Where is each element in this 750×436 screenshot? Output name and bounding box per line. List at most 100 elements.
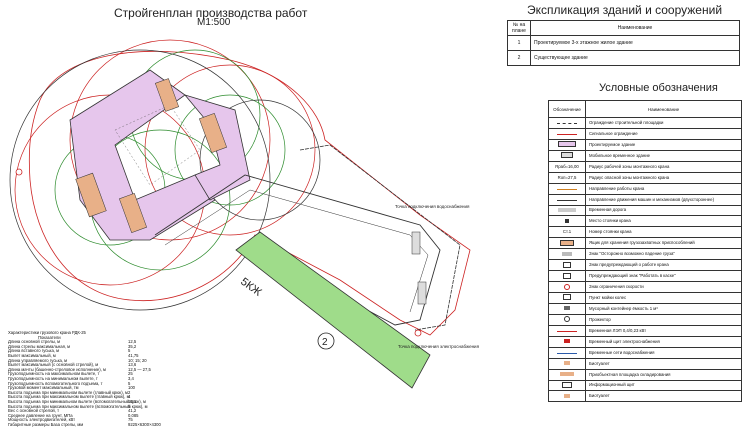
legend-row: Информационный щит [548, 379, 742, 392]
outer-circle [199, 99, 321, 221]
spec-value: 75 [128, 417, 133, 423]
explication-header-no: № на плане [507, 20, 531, 36]
legend-row: Направление движения машин и механизмов … [548, 193, 742, 206]
legend-symbol [548, 193, 586, 206]
legend-symbol-swatch [564, 316, 570, 323]
spec-row: Грузоподъемность на минимальном вылете, … [8, 376, 208, 382]
spec-value: 25 [128, 371, 133, 377]
legend-name: Знак "Осторожно возможно падение груза" [585, 248, 742, 261]
legend-row: Знак предупреждающий о работе крана [548, 259, 742, 272]
legend-row: Временная дорога [548, 204, 742, 217]
spec-key: Высота подъема при минимальном вылете (г… [8, 389, 128, 395]
legend-symbol: Rраб=16,00 [548, 160, 586, 173]
spec-key: Вылет максимальный, м [8, 352, 56, 358]
spec-key: Длина мачты (башенно-стреловое исполнени… [8, 366, 106, 372]
legend-symbol: Ст.1 [548, 226, 586, 239]
power-connection-label: Точка подключения электроснабжения [398, 344, 480, 349]
legend-symbol-swatch [557, 197, 577, 202]
spec-value: 5 [128, 403, 131, 409]
spec-row: Высота подъема при минимальном вылете (г… [8, 389, 208, 396]
legend-symbol-swatch [562, 381, 572, 388]
spec-value: 41,2 [128, 408, 137, 414]
legend-name: Приобъектная площадка складирования [585, 368, 742, 381]
spec-key: Высота подъема при минимальном вылете (в… [8, 398, 146, 404]
legend-symbol-swatch [557, 131, 577, 136]
plan-title: Стройгенплан производства работ [114, 6, 308, 20]
legend-symbol [548, 346, 586, 359]
spec-value: 15,1 [128, 398, 137, 404]
crane-specifications: Характеристики грузового крана РДК-25 По… [8, 330, 208, 427]
legend-header-row: Обозначение Наименование [548, 100, 742, 118]
legend-name: Радиус рабочей зоны монтажного крана [585, 160, 742, 173]
legend-symbol-swatch [558, 141, 576, 148]
legend-row: Предупреждающий знак "Работать в каске" [548, 270, 742, 283]
temporary-road-edge [164, 189, 429, 313]
legend-row: Временный щит электроснабжения [548, 335, 742, 348]
spec-row: Высота подъема при максимальном вылете (… [8, 395, 208, 400]
legend-row: Место стоянки крана [548, 215, 742, 228]
legend-symbol [548, 313, 586, 326]
spec-key: Длина управляемого гуська, м [8, 357, 68, 363]
legend-symbol [548, 259, 586, 272]
plan-scale: М1:500 [197, 17, 231, 28]
spec-value: 41,75 [128, 352, 139, 358]
legend-symbol [548, 127, 586, 140]
spec-key: Вылет максимальный (с основной стрелой),… [8, 362, 99, 368]
legend-title: Условные обозначения [599, 82, 718, 94]
legend-table: Обозначение Наименование Ограждение стро… [548, 100, 742, 403]
specs-subheading: Показатели [38, 334, 61, 340]
specs-heading: Характеристики грузового крана РДК-25 [8, 330, 86, 335]
spec-key: Длина основной стрелы, м [8, 339, 61, 345]
legend-symbol [548, 149, 586, 162]
legend-symbol-swatch [557, 350, 577, 355]
legend-symbol [548, 324, 586, 337]
legend-symbol-swatch [558, 207, 576, 212]
legend-symbol-swatch [564, 393, 570, 398]
legend-name: Временный щит электроснабжения [585, 335, 742, 348]
explication-title: Экспликация зданий и сооружений [527, 3, 723, 17]
legend-name: Знак предупреждающий о работе крана [585, 259, 742, 272]
explication-table: № на плане Наименование 1 Проектируемое … [507, 20, 740, 66]
spec-value: 12,5 [128, 339, 137, 345]
legend-symbol-swatch [557, 328, 577, 333]
legend-row: Временные сети водоснабжения [548, 346, 742, 359]
spec-value: 5 [128, 348, 131, 354]
legend-symbol-swatch [563, 272, 571, 279]
legend-row: Сигнальное ограждение [548, 127, 742, 140]
legend-symbol [548, 248, 586, 261]
storage-area [199, 113, 227, 153]
spec-row: Длина управляемого гуська, м 10; 15; 20 [8, 357, 208, 364]
legend-row: Знак ограничения скорости [548, 281, 742, 293]
spec-row: Высота подъема при максимальном вылете (… [8, 403, 208, 410]
legend-symbol [548, 368, 586, 381]
legend-row: Ящик для хранения грузозахватных приспос… [548, 237, 742, 250]
legend-symbol [548, 237, 586, 250]
existing-building-label: 5КЖ [238, 276, 263, 299]
spec-value: 12,5 — 27,5 [128, 366, 151, 372]
legend-symbol [548, 390, 586, 403]
spec-key: Габаритные размеры База стрелы, мм [8, 421, 84, 427]
legend-header-name: Наименование [585, 100, 742, 118]
legend-name: Предупреждающий знак "Работать в каске" [585, 270, 742, 283]
spec-value: 10; 15; 20 [128, 357, 147, 363]
legend-row: Мобильное временное здание [548, 149, 742, 162]
legend-symbol-swatch [564, 361, 570, 366]
legend-symbol [548, 270, 586, 283]
legend-header-symbol: Обозначение [548, 100, 586, 118]
spec-value: 2 [128, 389, 131, 395]
explication-row: 2 Существующее здание [507, 50, 740, 66]
legend-row: Прожектор [548, 313, 742, 326]
speed-limit-sign [15, 168, 23, 176]
spec-value: 35,2 [128, 343, 137, 349]
mobile-building [411, 231, 421, 255]
speed-limit-sign [414, 329, 422, 337]
legend-name: Временные сети водоснабжения [585, 346, 742, 359]
spec-key: Высота подъема при максимальном вылете (… [8, 394, 130, 400]
legend-symbol-swatch [557, 120, 577, 125]
